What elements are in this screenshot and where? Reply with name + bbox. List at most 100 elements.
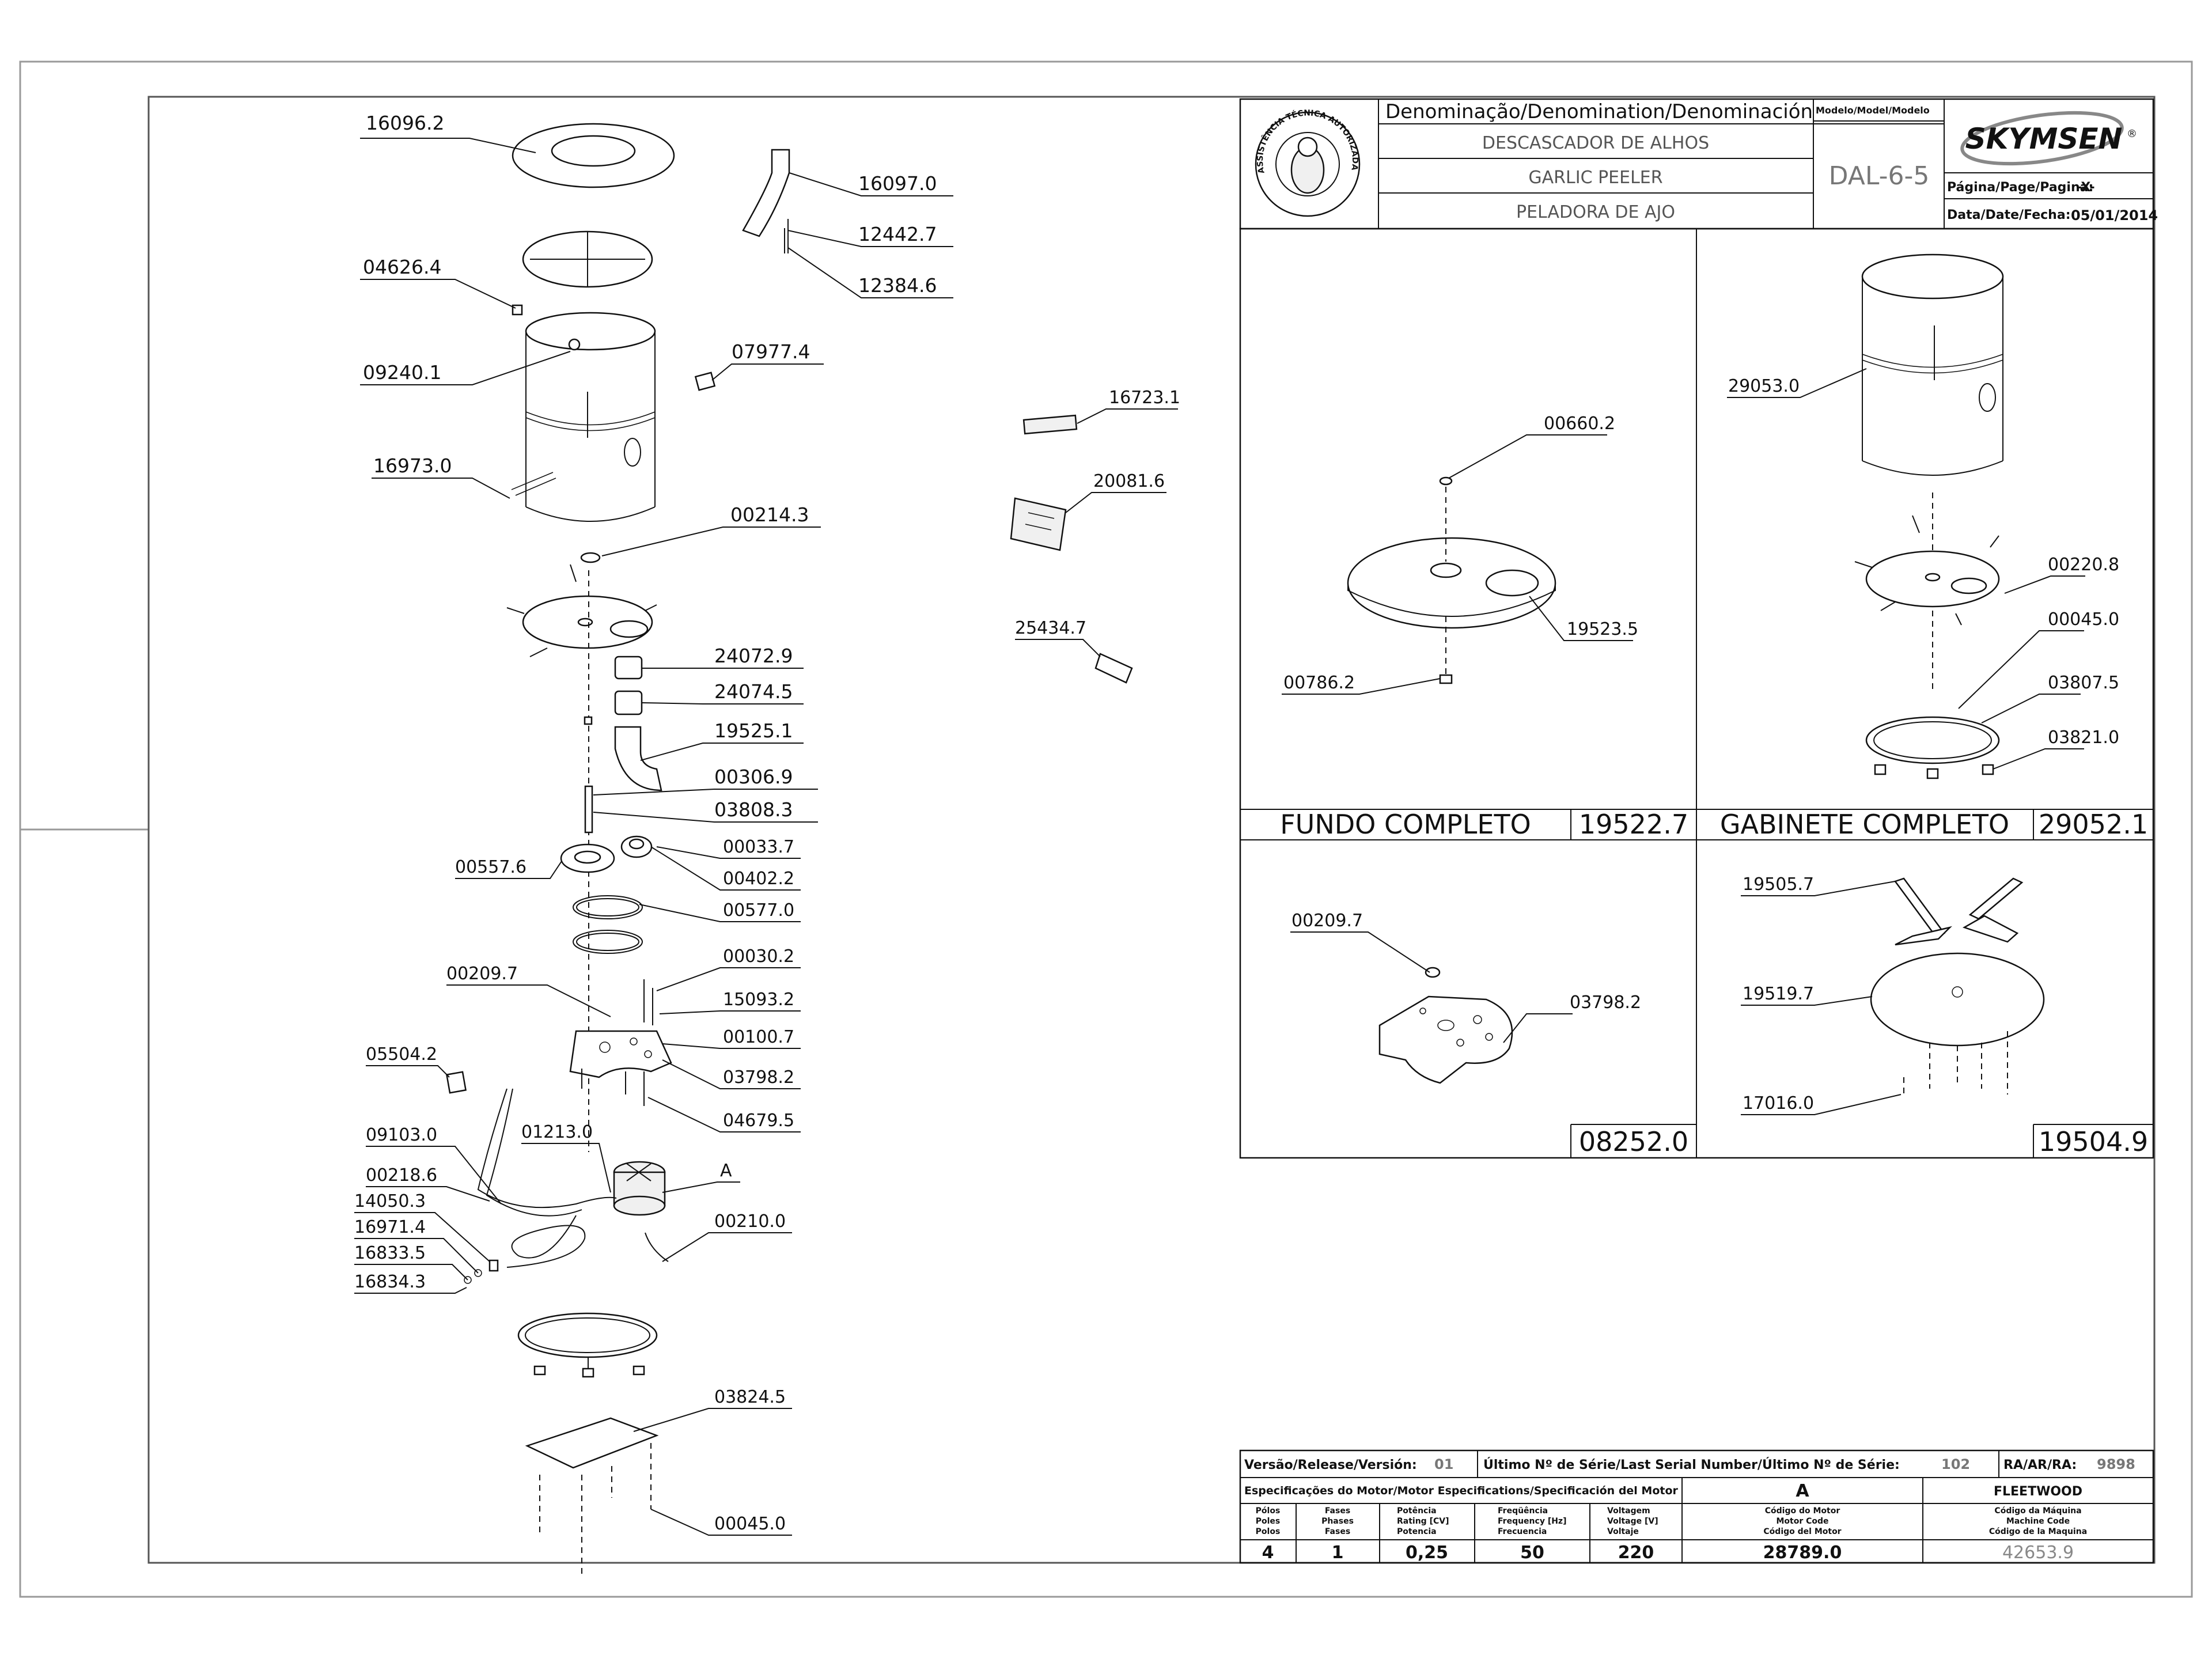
part-label: 19523.5 (1567, 619, 1638, 639)
part-label: 24074.5 (714, 680, 793, 703)
column-poles: Pólos Poles Polos (1256, 1506, 1281, 1536)
part-label: 19505.7 (1743, 874, 1814, 895)
knob (512, 304, 523, 316)
part-label: 00218.6 (366, 1165, 437, 1185)
value-frequency: 50 (1520, 1543, 1544, 1563)
base-plate (525, 1417, 659, 1469)
base-code: 08252.0 (1579, 1126, 1688, 1157)
bottom-plate (506, 564, 657, 657)
svg-text:Potência: Potência (1397, 1506, 1437, 1516)
column-voltage: Voltagem Voltage [V] Voltaje (1607, 1506, 1658, 1536)
label-card (1094, 653, 1133, 684)
part-label: 00030.2 (723, 946, 794, 967)
part-label: 00220.8 (2048, 555, 2119, 575)
part-label: 19519.7 (1743, 984, 1814, 1004)
part-label: 03798.2 (723, 1067, 794, 1088)
part-label: 16834.3 (354, 1272, 426, 1292)
ra-label: RA/AR/RA: (2003, 1458, 2077, 1472)
svg-text:Phases: Phases (1321, 1517, 1354, 1526)
part-label: 00402.2 (723, 869, 794, 889)
column-motor-code: Código do Motor Motor Code Código del Mo… (1763, 1506, 1841, 1536)
gasket (580, 552, 601, 563)
part-label: 04679.5 (723, 1111, 794, 1131)
frame-drawing: 19505.7 19519.7 17016.0 (1741, 874, 2045, 1115)
value-motor-code: 28789.0 (1763, 1543, 1842, 1563)
gabinete-code: 29052.1 (2039, 809, 2148, 840)
svg-text:Frequency [Hz]: Frequency [Hz] (1498, 1517, 1566, 1526)
part-label: 19525.1 (714, 719, 793, 742)
serial-label: Último Nº de Série/Last Serial Number/Úl… (1483, 1457, 1900, 1472)
svg-text:Código del Motor: Código del Motor (1763, 1527, 1841, 1536)
column-phases: Fases Phases Fases (1321, 1506, 1354, 1536)
serial-value: 102 (1941, 1456, 1970, 1472)
feet-ring (517, 1312, 658, 1378)
fundo-drawing: 00660.2 19523.5 00786.2 (1282, 414, 1638, 695)
part-label: 00214.3 (730, 503, 809, 526)
part-label: 24072.9 (714, 645, 793, 667)
svg-text:Frecuencia: Frecuencia (1498, 1527, 1547, 1536)
sub-assembly-grid: FUNDO COMPLETO 19522.7 GABINETE COMPLETO… (1239, 228, 2154, 1159)
svg-text:Poles: Poles (1256, 1517, 1281, 1526)
svg-text:Fases: Fases (1325, 1506, 1350, 1516)
sticker-07977 (694, 372, 716, 391)
loose-parts: 16723.1 20081.6 25434.7 (1010, 388, 1180, 684)
leader-lines (354, 138, 953, 1536)
page-label: Página/Page/Pagina: (1947, 180, 2093, 195)
svg-text:Potencia: Potencia (1397, 1527, 1437, 1536)
value-machine-code: 42653.9 (2002, 1543, 2074, 1563)
part-label: 01213.0 (521, 1122, 593, 1142)
motor (613, 1161, 666, 1216)
brand-registered-mark: ® (2127, 128, 2137, 140)
power-cable (477, 1088, 617, 1209)
ra-value: 9898 (2097, 1456, 2135, 1472)
tube-short (614, 656, 643, 680)
svg-text:Voltage [V]: Voltage [V] (1607, 1517, 1658, 1526)
part-label: 00306.9 (714, 766, 793, 788)
part-label: 00209.7 (446, 964, 518, 984)
part-label: 00033.7 (723, 837, 794, 857)
part-label: 03798.2 (1570, 993, 1641, 1013)
part-label: 00045.0 (2048, 609, 2119, 630)
part-label: 04626.4 (363, 256, 441, 278)
date-label: Data/Date/Fecha: (1947, 208, 2071, 222)
part-label: 20081.6 (1093, 471, 1165, 491)
brand-logo: SKYMSEN ® (1960, 111, 2137, 166)
svg-text:Pólos: Pólos (1256, 1506, 1281, 1516)
svg-text:Código de la Maquina: Código de la Maquina (1989, 1527, 2087, 1536)
column-machine-code: Código da Máquina Machine Code Código de… (1989, 1506, 2087, 1536)
part-label: 00557.6 (455, 857, 527, 877)
holder-bracket (742, 149, 790, 237)
part-label: 12442.7 (858, 223, 937, 245)
value-phases: 1 (1332, 1543, 1344, 1563)
svg-text:Código da Máquina: Código da Máquina (1994, 1506, 2081, 1516)
logo-sticker (1022, 414, 1078, 435)
version-value: 01 (1434, 1456, 1453, 1472)
part-label: 14050.3 (354, 1191, 426, 1211)
part-label: 16097.0 (858, 172, 937, 195)
fundo-code: 19522.7 (1579, 809, 1688, 840)
part-label: 15093.2 (723, 990, 794, 1010)
data-plate (1010, 497, 1067, 551)
cabinet-cylinder (525, 312, 656, 522)
authorized-service-seal: ASSISTÊNCIA TÉCNICA AUTORIZADA (1255, 109, 1361, 217)
gabinete-title: GABINETE COMPLETO (1720, 809, 2009, 840)
gabinete-drawing: 29053.0 00220.8 00045.0 03807.5 03821.0 (1727, 253, 2119, 779)
denomination-header: Denominação/Denomination/Denominación (1385, 100, 1813, 123)
part-label: 05504.2 (366, 1044, 437, 1065)
part-label: 16723.1 (1109, 388, 1180, 408)
part-label: 00577.0 (723, 900, 794, 921)
svg-text:Fases: Fases (1325, 1527, 1350, 1536)
svg-text:Freqüência: Freqüência (1498, 1506, 1548, 1516)
shaft (584, 785, 593, 834)
svg-text:Voltaje: Voltaje (1607, 1527, 1639, 1536)
value-voltage: 220 (1618, 1543, 1654, 1563)
part-label: 00660.2 (1544, 414, 1615, 434)
spec-table: Versão/Release/Versión: 01 Último Nº de … (1239, 1449, 2154, 1564)
model-header: Modelo/Model/Modelo (1816, 105, 1930, 116)
version-label: Versão/Release/Versión: (1244, 1458, 1417, 1472)
svg-text:Polos: Polos (1256, 1527, 1281, 1536)
label-tag (445, 1071, 467, 1094)
part-label: 03821.0 (2048, 728, 2119, 748)
value-poles: 4 (1262, 1543, 1274, 1563)
